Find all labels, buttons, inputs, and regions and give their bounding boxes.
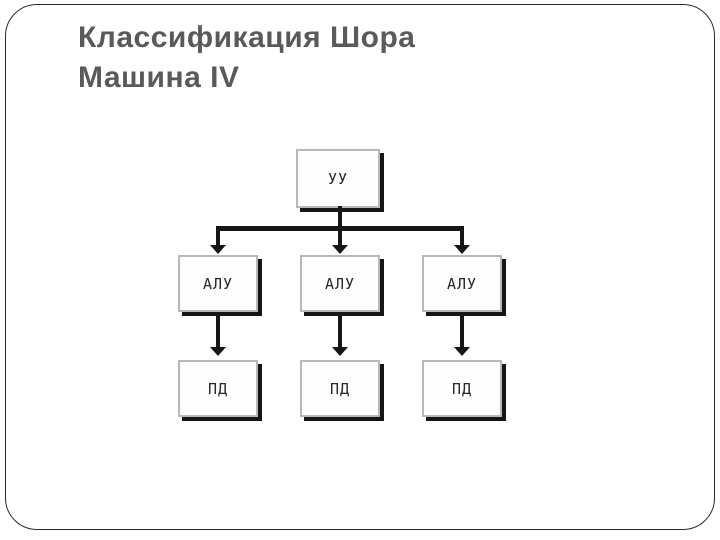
node-pd-2-label: ПД (329, 379, 351, 398)
node-alu-1: АЛУ (178, 255, 258, 312)
node-alu-3: АЛУ (422, 255, 502, 312)
arrowhead-down-icon (210, 347, 226, 356)
arrowhead-down-icon (332, 347, 348, 356)
arrowhead-down-icon (454, 245, 470, 254)
connector-alu-pd-1 (216, 314, 220, 348)
node-pd-1: ПД (178, 360, 258, 417)
connector-drop-1 (216, 228, 220, 246)
node-alu-2-label: АЛУ (324, 274, 356, 293)
node-alu-3-label: АЛУ (446, 274, 478, 293)
connector-alu-pd-2 (338, 314, 342, 348)
node-pd-3-label: ПД (451, 379, 473, 398)
arrowhead-down-icon (210, 245, 226, 254)
slide-title: Классификация Шора Машина IV (78, 18, 415, 98)
slide-title-line-2: Машина IV (78, 61, 240, 94)
node-uu-label: УУ (327, 169, 349, 188)
node-pd-2: ПД (300, 360, 380, 417)
slide-title-line-1: Классификация Шора (78, 21, 416, 54)
node-alu-1-label: АЛУ (202, 274, 234, 293)
connector-drop-2 (338, 228, 342, 246)
node-pd-3: ПД (422, 360, 502, 417)
node-pd-1-label: ПД (207, 379, 229, 398)
arrowhead-down-icon (332, 245, 348, 254)
connector-drop-3 (460, 228, 464, 246)
connector-alu-pd-3 (460, 314, 464, 348)
arrowhead-down-icon (454, 347, 470, 356)
node-alu-2: АЛУ (300, 255, 380, 312)
connector-uu-stem (338, 206, 342, 228)
node-uu: УУ (296, 149, 380, 208)
